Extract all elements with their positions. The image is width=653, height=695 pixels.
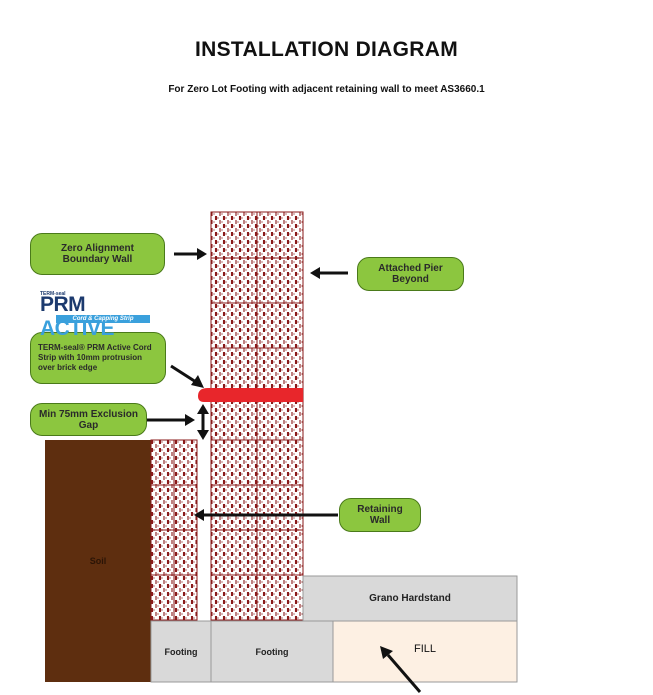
callout-retaining-wall: Retaining Wall — [339, 498, 421, 532]
callout-exclusion-gap: Min 75mm Exclusion Gap — [30, 403, 147, 436]
callout-zero-alignment: Zero Alignment Boundary Wall — [30, 233, 165, 275]
prm-active-logo: TERM-seal PRM ACTIVE Cord & Capping Stri… — [40, 291, 156, 340]
footing-right-label: Footing — [255, 647, 289, 657]
footing-left-label: Footing — [164, 647, 198, 657]
term-seal-strip — [198, 388, 303, 402]
fill-label: FILL — [413, 643, 436, 655]
grano-hardstand-label: Grano Hardstand — [369, 592, 451, 604]
footing-right — [210, 620, 334, 683]
logo-tagline: Cord & Capping Strip — [56, 315, 150, 323]
grano-hardstand — [302, 575, 518, 622]
footing-left — [150, 620, 212, 683]
diagram-title: INSTALLATION DIAGRAM — [194, 38, 459, 61]
callout-term-seal: TERM-seal® PRM Active Cord Strip with 10… — [30, 332, 166, 384]
soil-block — [45, 440, 151, 682]
soil-label: Soil — [89, 556, 107, 566]
callout-attached-pier: Attached Pier Beyond — [357, 257, 464, 291]
logo-small-text: TERM-seal — [40, 291, 66, 297]
logo-brand-prefix: PRM — [40, 293, 86, 316]
fill-block — [332, 620, 518, 683]
diagram-subtitle: For Zero Lot Footing with adjacent retai… — [168, 84, 485, 95]
